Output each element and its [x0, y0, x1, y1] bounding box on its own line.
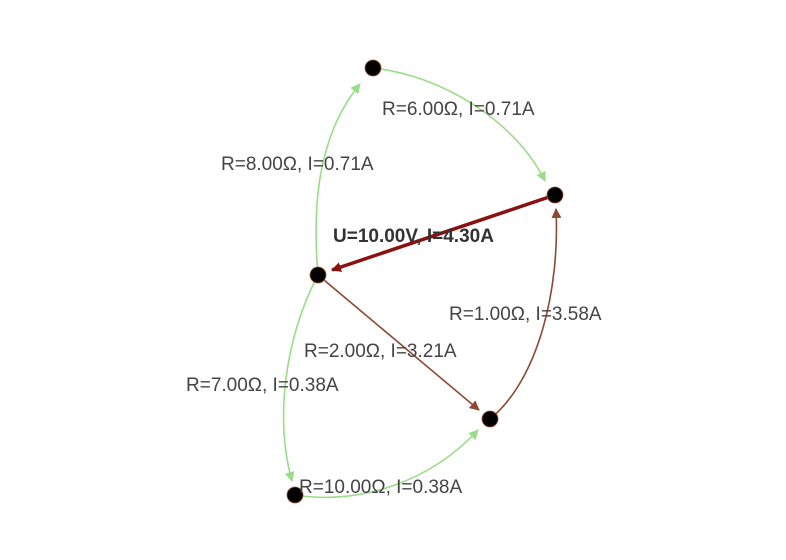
edge-label-n1-n2: R=6.00Ω, I=0.71A — [382, 99, 535, 120]
edge-label-n4-n5: R=7.00Ω, I=0.38A — [186, 375, 339, 396]
edge-n5-n3 — [294, 429, 479, 499]
nodes — [286, 59, 564, 504]
node-n3 — [481, 410, 499, 428]
edge-n2-n4 — [331, 193, 556, 272]
edge-labels: R=8.00Ω, I=0.71A R=6.00Ω, I=0.71A U=10.0… — [186, 99, 602, 498]
edge-label-n5-n3: R=10.00Ω, I=0.38A — [299, 477, 462, 498]
node-n2 — [546, 186, 564, 204]
node-n5 — [286, 486, 304, 504]
edge-label-n4-n1: R=8.00Ω, I=0.71A — [221, 154, 374, 175]
edge-n4-n1 — [315, 83, 361, 276]
edge-label-n4-n3: R=2.00Ω, I=3.21A — [304, 341, 457, 362]
edge-n3-n2 — [489, 208, 562, 420]
edge-n4-n5 — [282, 274, 319, 482]
node-n4 — [309, 266, 327, 284]
edge-n4-n3 — [317, 274, 480, 411]
edge-n1-n2 — [372, 67, 546, 182]
edges — [282, 67, 562, 499]
source-label: U=10.00V, I=4.30A — [333, 226, 494, 247]
node-n1 — [364, 59, 382, 77]
edge-label-n3-n2: R=1.00Ω, I=3.58A — [449, 304, 602, 325]
